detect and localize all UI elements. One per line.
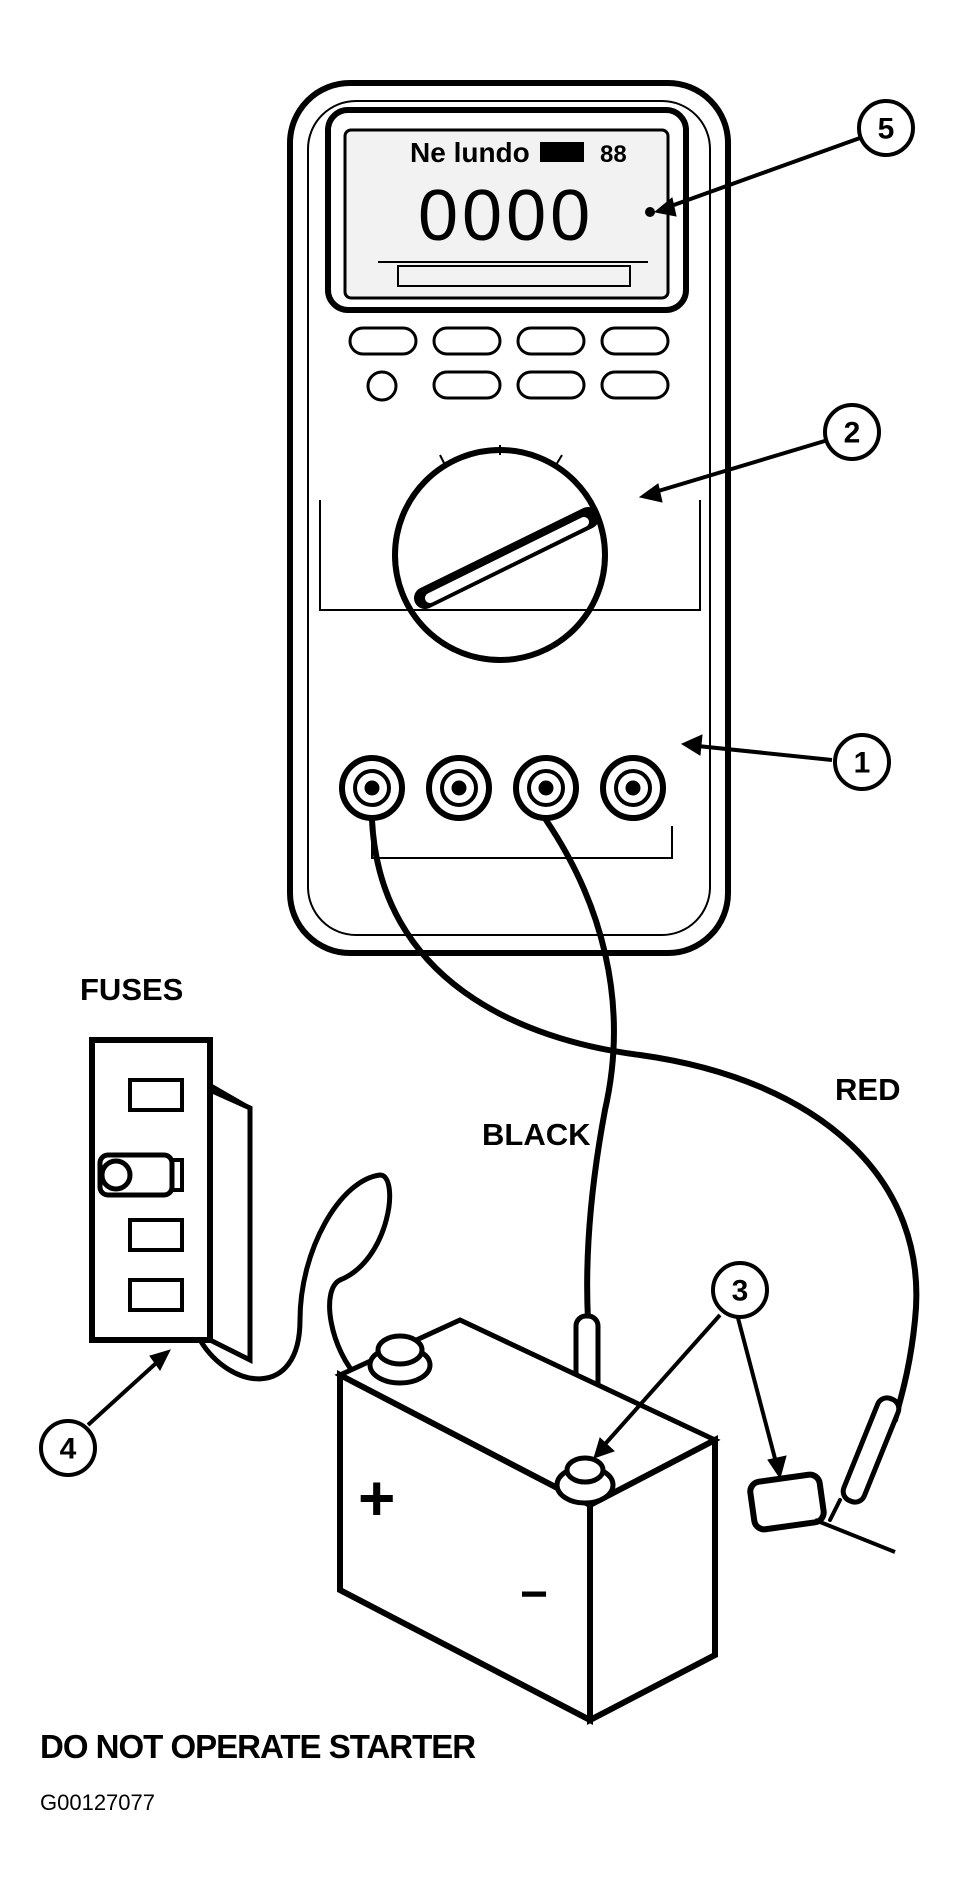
callout-4-number: 4 — [60, 1433, 77, 1466]
meter-round-button[interactable] — [366, 370, 398, 402]
fuse-box-side — [207, 1086, 253, 1365]
black-lead — [543, 817, 617, 1323]
figure-id: G00127077 — [40, 1790, 155, 1815]
callout-1-arrowhead — [680, 734, 703, 756]
input-jack-1[interactable] — [339, 755, 405, 821]
callout-4-circle — [39, 1419, 97, 1477]
meter-button-7[interactable] — [600, 370, 670, 400]
negative-terminal — [554, 1455, 616, 1506]
callout-5-arrowhead — [653, 197, 677, 217]
brand-badge — [540, 142, 584, 162]
red-lead — [369, 817, 920, 1423]
callout-3-arrowhead-a — [593, 1437, 615, 1459]
meter-button-4[interactable] — [600, 326, 670, 356]
lcd-display — [325, 107, 689, 313]
dial-tick-1 — [439, 454, 446, 466]
multimeter: Ne lundo 88 0000 — [287, 80, 731, 956]
jack-bracket — [371, 826, 673, 859]
meter-brand: Ne lundo — [410, 137, 530, 168]
caption: DO NOT OPERATE STARTER — [40, 1728, 476, 1765]
meter-model: 88 — [600, 141, 627, 168]
callout-2-circle — [823, 403, 881, 461]
callout-5-circle — [857, 99, 915, 157]
ground-wire — [814, 1518, 896, 1554]
dial-pointer-highlight — [425, 517, 589, 603]
input-jack-2[interactable] — [426, 755, 492, 821]
display-bargraph — [397, 265, 631, 287]
callout-3-leader-a — [596, 1313, 722, 1454]
callouts: 1 2 3 4 5 — [39, 99, 915, 1480]
dial-panel — [319, 500, 701, 611]
positive-terminal — [367, 1333, 433, 1386]
fuse-3 — [128, 1218, 184, 1252]
fuses-label: FUSES — [80, 972, 183, 1007]
callout-1-number: 1 — [854, 747, 871, 780]
fuse-clip-knob — [99, 1158, 133, 1192]
callout-2-leader — [644, 438, 829, 497]
fuse-1 — [128, 1078, 184, 1112]
meter-button-2[interactable] — [432, 326, 502, 356]
input-jack-3[interactable] — [513, 755, 579, 821]
display-reading: 0000 — [418, 176, 594, 256]
dial-tick-3 — [555, 454, 563, 466]
battery: + − — [334, 1317, 721, 1725]
meter-button-5[interactable] — [432, 370, 502, 400]
fuse-box — [89, 1037, 253, 1365]
meter-button-3[interactable] — [516, 326, 586, 356]
callout-1-leader — [687, 743, 833, 762]
callout-4-arrowhead — [149, 1349, 171, 1371]
input-jack-4[interactable] — [600, 755, 666, 821]
callout-2-number: 2 — [844, 417, 861, 450]
callout-3-circle — [711, 1261, 769, 1319]
callout-5-number: 5 — [878, 113, 895, 146]
ground-connector — [747, 1471, 896, 1554]
battery-side — [587, 1435, 718, 1725]
black-lead-label: BLACK — [482, 1117, 591, 1152]
red-probe — [840, 1395, 902, 1505]
red-lead-label: RED — [835, 1072, 900, 1107]
fuse-4 — [128, 1278, 184, 1312]
callout-3-number: 3 — [732, 1275, 749, 1308]
callout-2-arrowhead — [638, 483, 663, 503]
battery-plus-sign: + — [358, 1462, 395, 1534]
callout-1-circle — [833, 733, 891, 791]
callout-5-leader — [659, 136, 861, 212]
fuse-lead — [197, 1172, 393, 1382]
battery-minus-sign: − — [520, 1568, 548, 1621]
meter-body-outer — [287, 80, 731, 956]
display-dot — [645, 207, 655, 217]
meter-button-1[interactable] — [348, 326, 418, 356]
callout-3-leader-b — [736, 1317, 780, 1471]
meter-body-inner — [307, 100, 711, 936]
callout-3-arrowhead-b — [767, 1455, 787, 1480]
callout-4-leader — [86, 1353, 167, 1427]
meter-button-6[interactable] — [516, 370, 586, 400]
